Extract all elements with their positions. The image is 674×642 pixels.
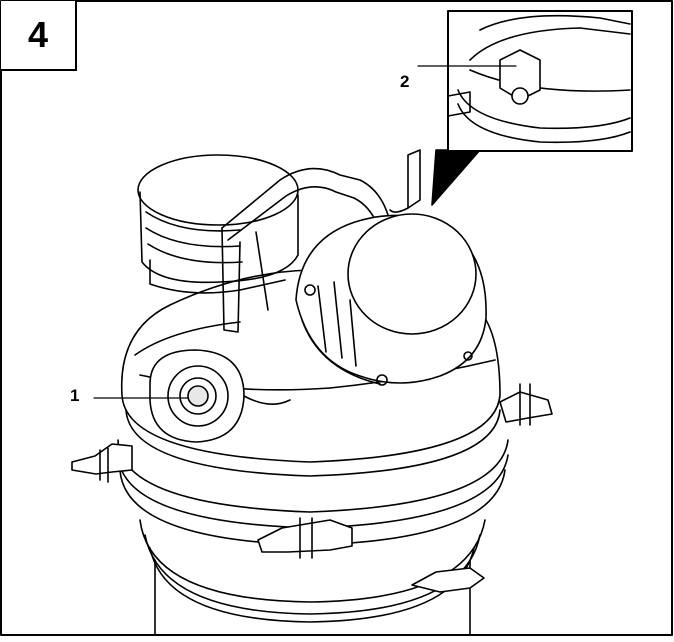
rear-cap: [137, 154, 299, 294]
step-number: 4: [27, 14, 49, 55]
callout-1-label: 1: [70, 386, 80, 405]
detail-inset: [417, 10, 633, 206]
front-cap: [295, 213, 487, 386]
hook: [389, 149, 421, 213]
callout-2-label: 2: [400, 72, 410, 91]
hose-inlet: [149, 349, 291, 443]
clip-front: [257, 517, 353, 559]
clip-right: [499, 383, 553, 426]
step-number-box: 4: [1, 1, 77, 71]
clip-rear: [411, 567, 485, 593]
clip-left: [71, 443, 133, 483]
